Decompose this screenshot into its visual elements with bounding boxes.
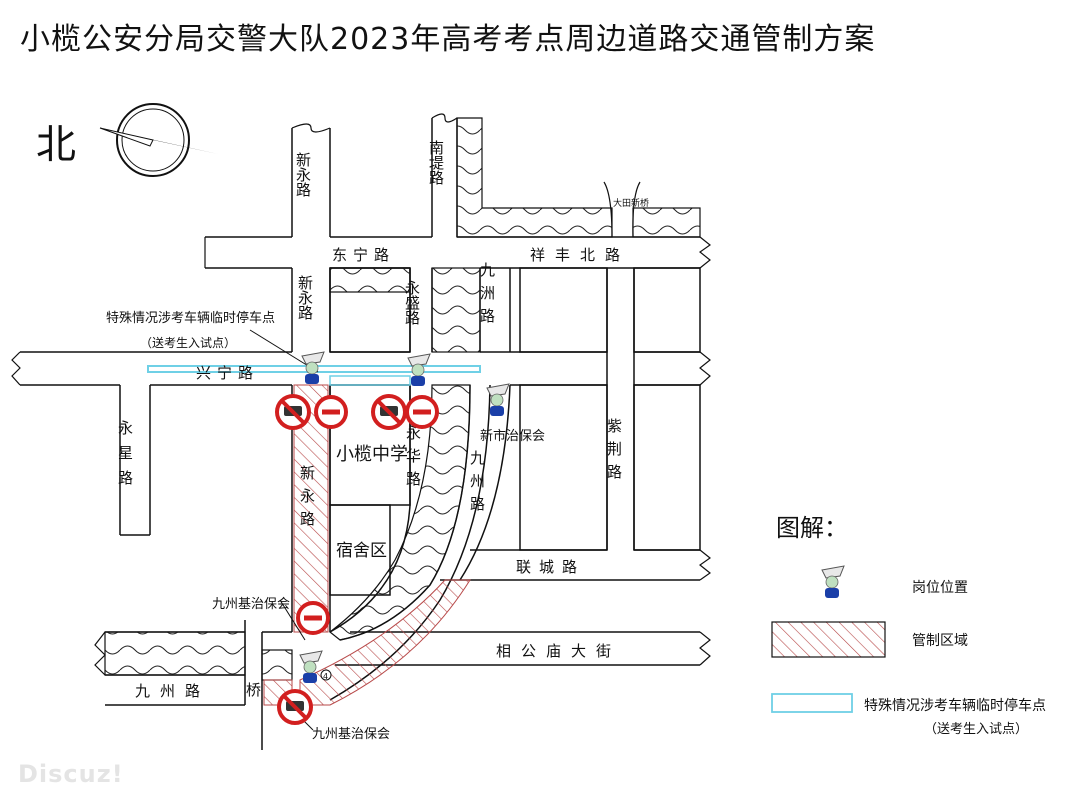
road-label-datian: 大田新桥 bbox=[613, 197, 649, 209]
stop-point-label-line1: 特殊情况涉考车辆临时停车点 bbox=[106, 310, 275, 326]
legend: 图解： 岗位位置 管制区域 特殊情况涉考车辆临时停车点 （送考生入试点） bbox=[771, 514, 1046, 737]
no-parking-icon bbox=[371, 394, 407, 430]
police-posts: 4 bbox=[299, 351, 510, 684]
road-labels: 新永路 南堤路 东宁路 祥丰北路 新永路 永盛路 九洲路 兴宁路 永星路 新永路… bbox=[116, 140, 630, 700]
road-label-bridge: 桥 bbox=[246, 681, 261, 699]
road-label-xiangfengbei: 祥丰北路 bbox=[530, 246, 630, 264]
place-label-jiuzhouji-top: 九州基治保会 bbox=[212, 597, 290, 612]
road-label-xianggongmiao: 相公庙大街 bbox=[496, 642, 621, 660]
place-labels: 小榄中学 宿舍区 新市治保会 九州基治保会 九州基治保会 bbox=[212, 428, 545, 742]
police-officer-icon bbox=[407, 353, 431, 387]
stop-point-label-line2: （送考生入试点） bbox=[140, 335, 236, 350]
road-label-yonghua: 永华路 bbox=[404, 425, 422, 494]
road-label-yongxing: 永星路 bbox=[116, 420, 134, 495]
place-label-jiuzhouji-bottom: 九州基治保会 bbox=[312, 727, 390, 742]
place-label-school: 小榄中学 bbox=[336, 444, 408, 465]
compass: 北 bbox=[36, 103, 218, 177]
legend-stop-label-line1: 特殊情况涉考车辆临时停车点 bbox=[864, 697, 1046, 714]
no-parking-icon bbox=[275, 394, 311, 430]
road-label-dongning: 东宁路 bbox=[332, 246, 395, 264]
road-label-yongsheng: 永盛路 bbox=[403, 280, 421, 325]
legend-stop-label-line2: （送考生入试点） bbox=[924, 722, 1028, 737]
no-entry-icon bbox=[296, 601, 330, 635]
water-areas bbox=[104, 117, 701, 681]
road-label-ziyun: 紫荆路 bbox=[605, 418, 623, 487]
road-label-jiuzhou-mid: 九州路 bbox=[468, 450, 486, 519]
place-label-xinshi: 新市治保会 bbox=[480, 428, 545, 444]
road-label-jiuzhou-bottom: 九州路 bbox=[135, 682, 210, 700]
police-officer-icon bbox=[301, 351, 325, 385]
road-label-jiuzhou-top: 九洲路 bbox=[478, 262, 496, 331]
road-label-nandi: 南堤路 bbox=[427, 140, 445, 185]
page-title: 小榄公安分局交警大队2023年高考考点周边道路交通管制方案 bbox=[20, 22, 876, 57]
road-label-xingning: 兴宁路 bbox=[196, 364, 259, 382]
road-label-xinyong-mid: 新永路 bbox=[296, 275, 314, 320]
north-label: 北 bbox=[36, 122, 76, 168]
watermark: Discuz! bbox=[18, 760, 124, 788]
place-label-dorm: 宿舍区 bbox=[336, 541, 387, 561]
no-parking-icon bbox=[277, 689, 313, 725]
legend-control-label: 管制区域 bbox=[912, 633, 968, 649]
road-label-liancheng: 联城路 bbox=[516, 558, 585, 576]
road-label-xinyong-top: 新永路 bbox=[294, 152, 312, 197]
road-label-xinyong-low: 新永路 bbox=[298, 465, 316, 534]
circle-marker: 4 bbox=[323, 672, 328, 681]
legend-post-label: 岗位位置 bbox=[912, 580, 968, 596]
road-break-marks bbox=[11, 113, 712, 676]
legend-stop-swatch bbox=[771, 693, 853, 713]
police-officer-icon bbox=[821, 565, 845, 599]
datian-bridge: 大田新桥 bbox=[603, 181, 649, 238]
legend-control-swatch bbox=[771, 621, 886, 658]
no-entry-icon bbox=[405, 395, 439, 429]
legend-title: 图解： bbox=[776, 514, 848, 542]
no-entry-icon bbox=[314, 395, 348, 429]
